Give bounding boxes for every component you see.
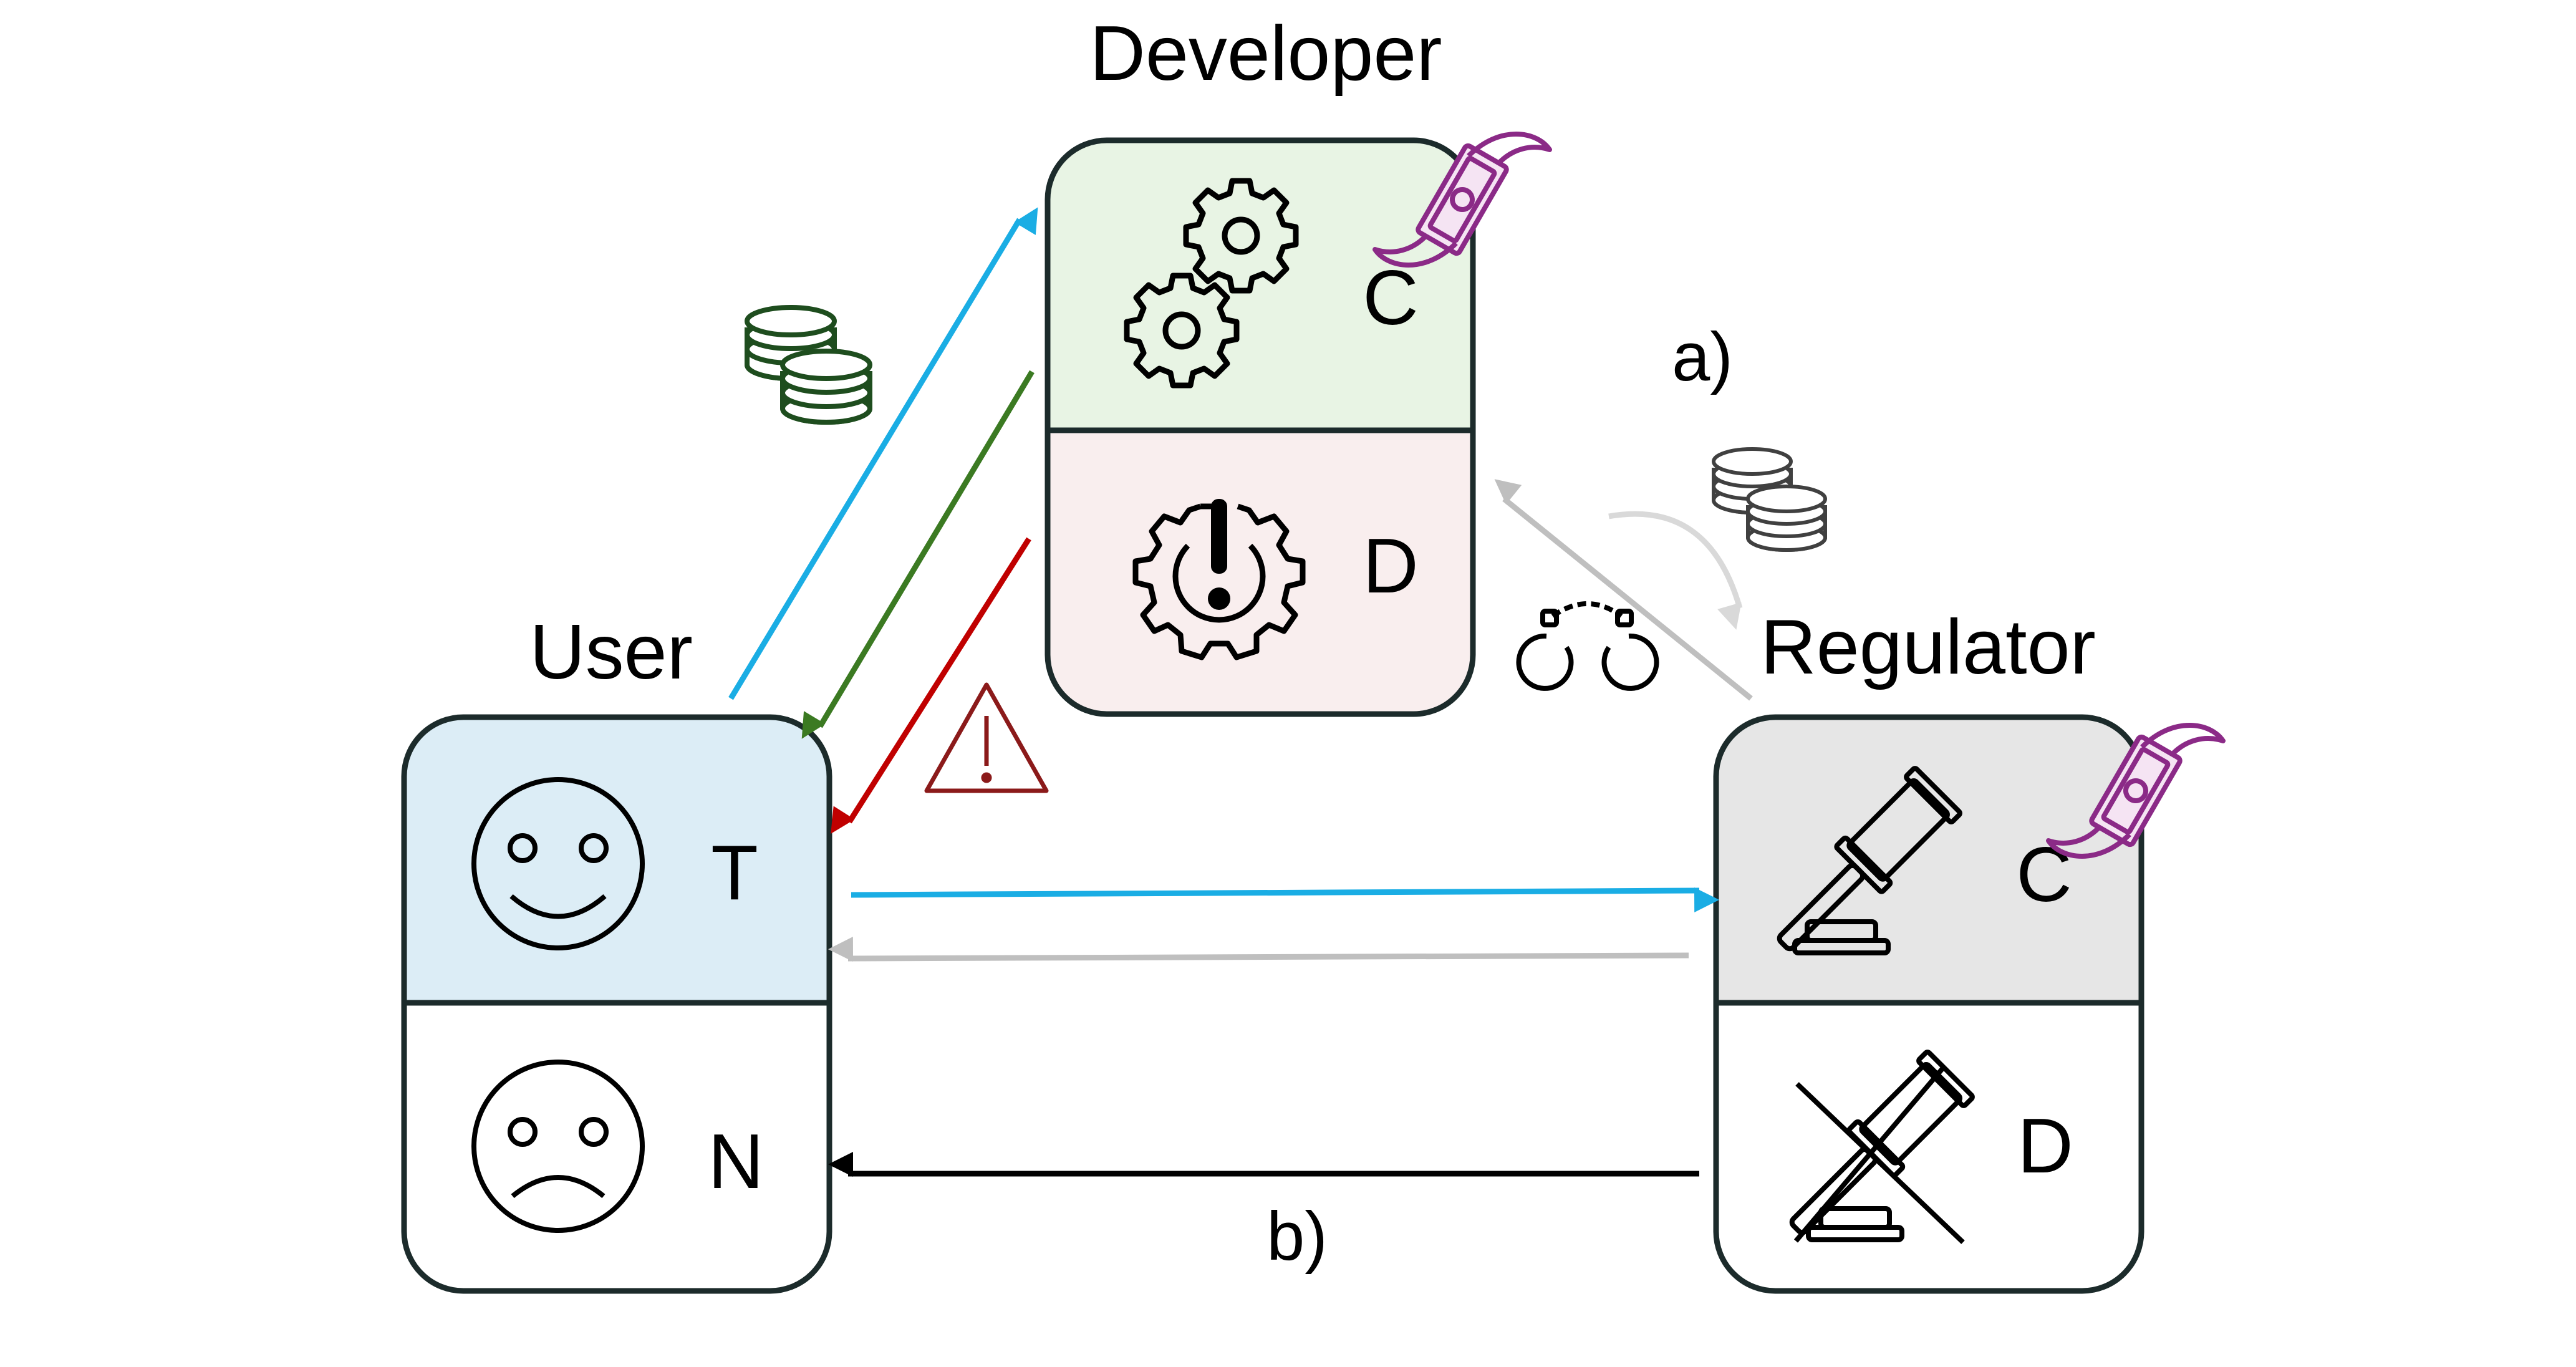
arrow-developer-to-user-red <box>831 537 1031 834</box>
flying-money-icon <box>1372 132 1552 268</box>
regulator-strategy-d-label: D <box>2017 1103 2073 1189</box>
arrow-regulator-to-user-gray <box>827 936 1689 962</box>
regulator-node: Regulator C <box>1713 604 2226 1294</box>
coins-green-icon <box>745 305 872 425</box>
developer-strategy-d-label: D <box>1363 523 1419 609</box>
user-strategy-n-label: N <box>708 1119 764 1205</box>
arrow-regulator-to-developer <box>1494 479 1753 701</box>
warning-icon <box>924 682 1049 793</box>
coins-gray-icon <box>1712 447 1827 552</box>
user-node: User T N <box>401 609 832 1294</box>
developer-strategy-c-label: C <box>1363 255 1419 341</box>
handcuffs-icon <box>1516 601 1659 691</box>
sad-face-icon <box>471 1060 645 1233</box>
arrow-regulator-to-developer-curved <box>1608 511 1743 630</box>
developer-title: Developer <box>1089 11 1442 97</box>
smiley-face-icon <box>471 777 645 950</box>
annotation-b: b) <box>1266 1198 1328 1275</box>
arrow-user-to-developer <box>728 207 1038 700</box>
regulator-strategy-c-cell <box>1716 717 2141 1003</box>
user-strategy-t-label: T <box>711 830 758 916</box>
arrow-user-to-regulator <box>851 887 1720 913</box>
gears-icon <box>1124 178 1299 389</box>
faulty-gear-icon <box>1132 499 1306 660</box>
crossed-gavel-icon <box>1789 1050 1975 1244</box>
flying-money-icon <box>2046 723 2226 859</box>
regulator-title: Regulator <box>1760 604 2096 690</box>
gavel-icon <box>1777 766 1962 955</box>
regulator-strategy-c-label: C <box>2016 832 2072 918</box>
annotation-a: a) <box>1672 319 1733 395</box>
developer-strategy-c-cell <box>1048 140 1473 430</box>
user-strategy-t-cell <box>404 717 829 1003</box>
arrow-developer-to-user-green <box>801 370 1035 739</box>
user-title: User <box>529 609 693 695</box>
user-strategy-n-cell <box>404 1003 829 1291</box>
developer-node: Developer C D <box>1044 11 1552 717</box>
regulator-strategy-d-cell <box>1716 1003 2141 1291</box>
